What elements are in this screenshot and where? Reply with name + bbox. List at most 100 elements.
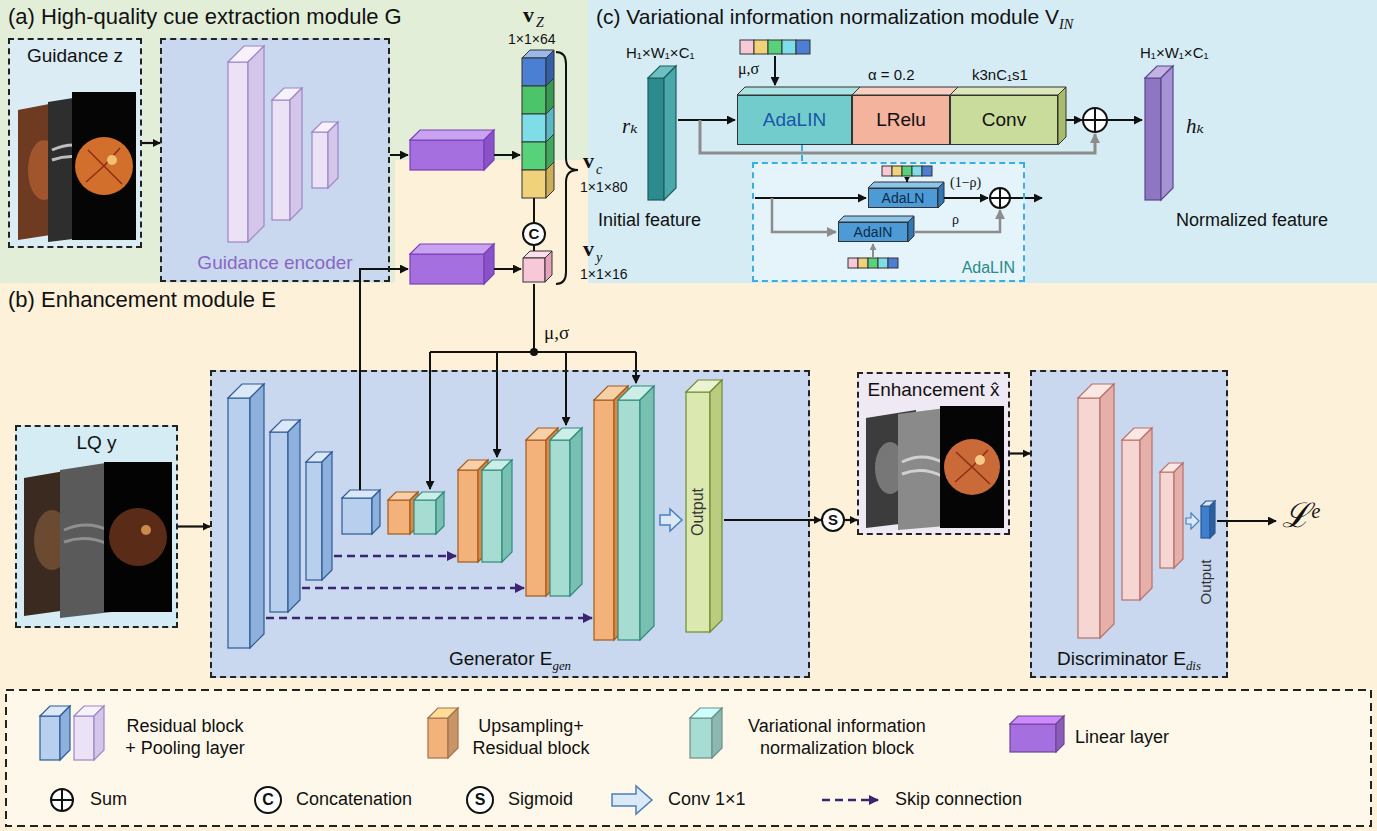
node-label: LRelu [876, 109, 926, 132]
sum-symbol [990, 108, 1107, 208]
label: c [596, 162, 602, 178]
generator-layer [550, 440, 570, 596]
legend-sample [822, 799, 878, 802]
legend-sample [51, 789, 73, 811]
feature-vector [882, 166, 892, 176]
module-panel: (c) Variational information normalizatio… [588, 0, 1377, 283]
legend-swatch [448, 708, 458, 758]
feature-map [664, 66, 676, 200]
legend-entry: Conv 1×1 [668, 789, 746, 811]
legend-swatch [428, 708, 458, 758]
generator-layer [458, 470, 478, 562]
layer-box: AdaLIN [737, 95, 852, 145]
legend-entry: Upsampling+ Residual block [470, 716, 592, 759]
encoder-layer [272, 100, 290, 220]
label-text: 1×1×80 [580, 179, 628, 195]
legend-swatch [1010, 724, 1056, 752]
linear-layer [410, 130, 494, 284]
fundus-images [72, 92, 136, 240]
skip-connection [266, 617, 592, 620]
box-fill [8, 38, 142, 248]
label-text: μ,σ [544, 322, 569, 343]
encoder-layer [228, 62, 248, 242]
generator-layer [372, 490, 380, 534]
encoder-box: Guidance encoder [160, 38, 390, 282]
label: C [262, 791, 274, 809]
residual-path [700, 120, 1095, 153]
feature-map [1161, 66, 1173, 200]
feature-vector [782, 40, 796, 54]
layer-depth [852, 87, 958, 95]
flow-arrow [906, 177, 908, 182]
discriminator-layer [1160, 472, 1174, 568]
fundus-images [109, 508, 167, 566]
flow-arrow [1107, 119, 1142, 121]
encoder-layer [228, 46, 264, 242]
label-text: hₖ [1186, 114, 1204, 138]
legend-frame [6, 690, 1371, 826]
generator-layer [686, 392, 710, 632]
box-fill [160, 38, 390, 282]
generator-layer [640, 386, 654, 640]
label: (1−ρ) [950, 175, 981, 191]
generator-layer [228, 398, 250, 648]
legend-text: Conv 1×1 [668, 789, 746, 809]
flow-arrow [724, 519, 810, 521]
flow-arrow [1066, 119, 1082, 121]
label-text: μ,σ [738, 60, 759, 77]
layer-depth [868, 182, 944, 188]
legend-sample [51, 789, 73, 811]
label-text: v [583, 148, 594, 173]
feature-vector [546, 162, 554, 198]
discriminator-layer [1201, 501, 1215, 538]
feature-vector [740, 40, 754, 54]
label: ρ [952, 212, 959, 228]
generator-layer [306, 462, 322, 580]
legend-text: Variational information normalization bl… [748, 716, 926, 758]
flow-arrow [565, 352, 567, 425]
node-text: LRelu [876, 109, 926, 130]
generator-layer [322, 452, 332, 580]
skip-connection [266, 556, 592, 618]
fundus-images [86, 148, 122, 184]
node-text: Discriminator E [1057, 648, 1186, 669]
node-label: Generator Egen [449, 648, 571, 671]
legend-swatch [690, 708, 722, 758]
fundus-images [940, 406, 1004, 528]
legend-text: Concatenation [296, 789, 412, 809]
discriminator-layer [1140, 428, 1152, 600]
legend-sample [40, 716, 60, 760]
label-text: Output [689, 488, 706, 536]
legend-sample [255, 787, 281, 813]
box-fill [15, 425, 178, 628]
feature-vector [522, 58, 546, 86]
linear-layer [410, 244, 494, 254]
label: 1×1×80 [580, 179, 628, 195]
feature-map [1145, 78, 1161, 200]
generator-layer [482, 460, 512, 562]
linear-layer [410, 254, 484, 284]
connector [142, 142, 160, 144]
generator-layer [342, 490, 380, 534]
encoder-layer [248, 46, 264, 242]
residual-path [872, 244, 874, 257]
flow-arrow [1217, 520, 1276, 522]
discriminator-layer [1078, 384, 1215, 638]
label: Output [1197, 559, 1214, 604]
label: μ,σ [738, 60, 759, 78]
flow-arrow [635, 352, 637, 383]
label: Output [689, 488, 707, 536]
generator-layer [618, 400, 640, 640]
node-text: Conv [982, 109, 1026, 130]
legend-text: Upsampling+ Residual block [472, 716, 589, 758]
discriminator-layer [1201, 506, 1210, 538]
label: k3nC₁s1 [972, 66, 1028, 83]
label-text: v [583, 236, 594, 261]
flow-arrow [1010, 197, 1042, 199]
label-text: H₁×W₁×C₁ [626, 44, 695, 61]
layer-box: AdaLN [868, 188, 938, 208]
feature-vector [858, 258, 868, 268]
flow-arrow [360, 155, 1276, 521]
legend-text: Linear layer [1075, 727, 1169, 747]
generator-layer [270, 420, 300, 612]
